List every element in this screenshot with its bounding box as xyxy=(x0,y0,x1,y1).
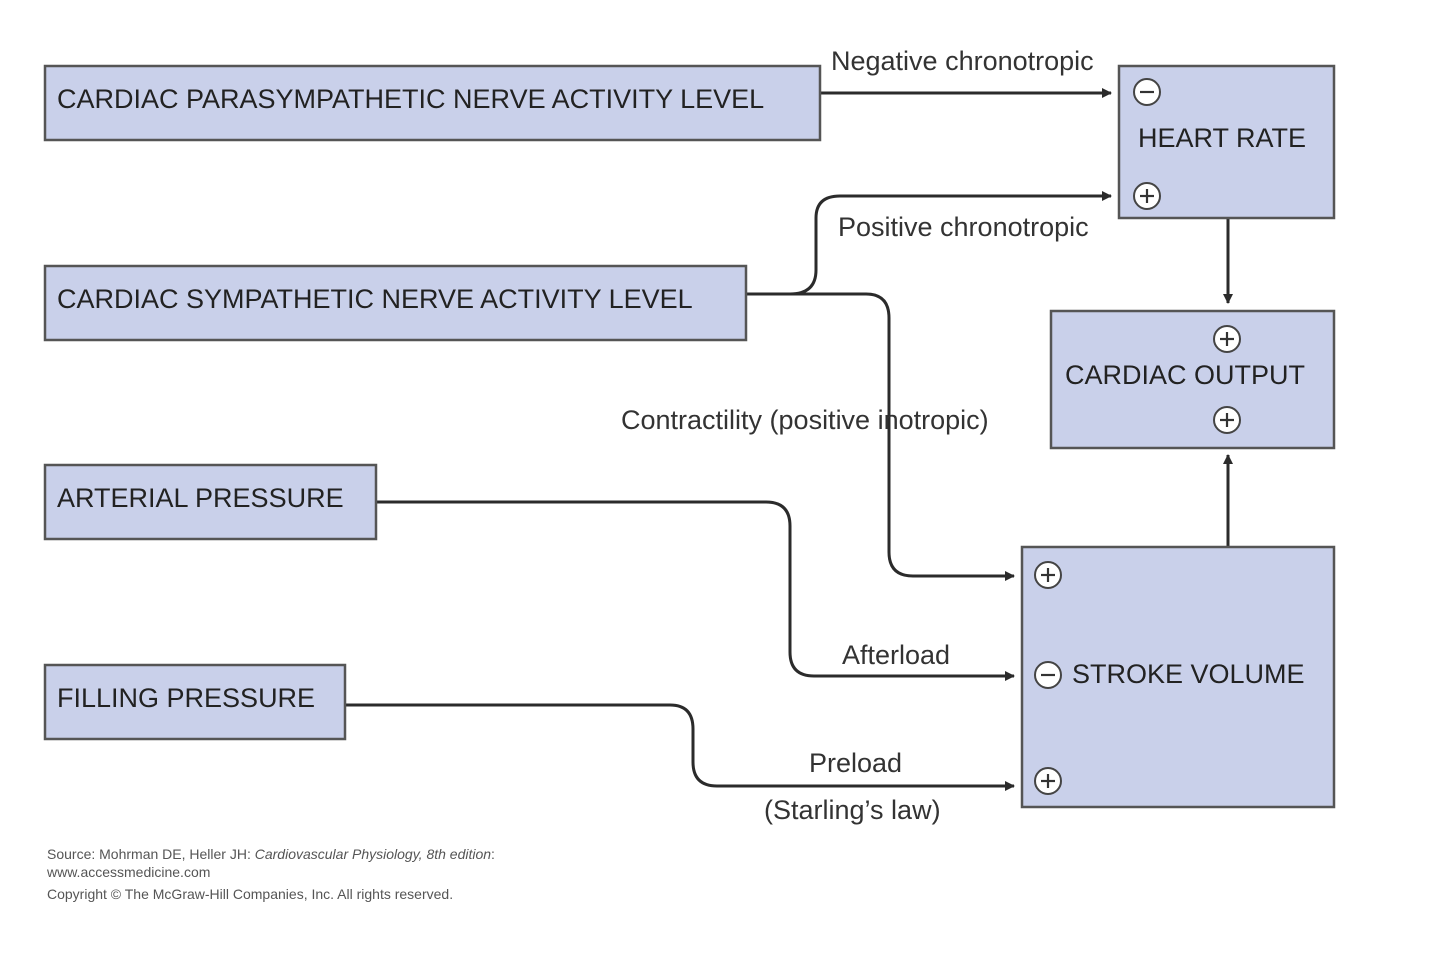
heart-rate-plus-sign xyxy=(1133,182,1161,210)
preload-arrow xyxy=(345,703,1015,791)
parasympathetic-box: CARDIAC PARASYMPATHETIC NERVE ACTIVITY L… xyxy=(43,64,822,142)
sympathetic-box-label: CARDIAC SYMPATHETIC NERVE ACTIVITY LEVEL xyxy=(57,284,693,314)
negative-chronotropic-label: Negative chronotropic xyxy=(831,46,1094,76)
cardiac-output-plus-sign-bottom xyxy=(1213,406,1241,434)
stroke-volume-minus-sign xyxy=(1034,661,1062,689)
copyright-notice: Copyright © The McGraw-Hill Companies, I… xyxy=(47,886,454,902)
preload-label: Preload xyxy=(809,748,902,778)
starlings-law-label: (Starling’s law) xyxy=(764,795,941,825)
positive-chronotropic-arrow xyxy=(746,191,1112,296)
arterial-pressure-label: ARTERIAL PRESSURE xyxy=(57,483,344,513)
source-prefix: Source: Mohrman DE, Heller JH: xyxy=(47,846,255,862)
cardiac-output-plus-sign-top xyxy=(1213,325,1241,353)
source-suffix: : xyxy=(491,846,495,862)
filling-pressure-box: FILLING PRESSURE xyxy=(43,663,347,741)
arterial-pressure-box: ARTERIAL PRESSURE xyxy=(43,463,378,541)
source-citation: Source: Mohrman DE, Heller JH: Cardiovas… xyxy=(47,845,495,863)
heart-rate-label: HEART RATE xyxy=(1138,123,1306,153)
parasympathetic-box-label: CARDIAC PARASYMPATHETIC NERVE ACTIVITY L… xyxy=(57,84,764,114)
cardiac-output-label: CARDIAC OUTPUT xyxy=(1065,360,1305,390)
stroke-volume-box: STROKE VOLUME xyxy=(1020,545,1336,809)
stroke-volume-plus-sign-top xyxy=(1034,561,1062,589)
stroke-volume-label: STROKE VOLUME xyxy=(1072,659,1305,689)
positive-chronotropic-label: Positive chronotropic xyxy=(838,212,1089,242)
heart-rate-minus-sign xyxy=(1133,78,1161,106)
sympathetic-box: CARDIAC SYMPATHETIC NERVE ACTIVITY LEVEL xyxy=(43,264,748,342)
contractility-arrow xyxy=(790,292,1015,581)
cardiac-output-box: CARDIAC OUTPUT xyxy=(1049,309,1336,450)
source-url: www.accessmedicine.com xyxy=(47,864,211,880)
afterload-arrow xyxy=(376,500,1015,681)
contractility-label: Contractility (positive inotropic) xyxy=(621,405,989,435)
afterload-label: Afterload xyxy=(842,640,950,670)
filling-pressure-label: FILLING PRESSURE xyxy=(57,683,315,713)
stroke-volume-plus-sign-bottom xyxy=(1034,767,1062,795)
source-title: Cardiovascular Physiology, 8th edition xyxy=(254,846,492,862)
